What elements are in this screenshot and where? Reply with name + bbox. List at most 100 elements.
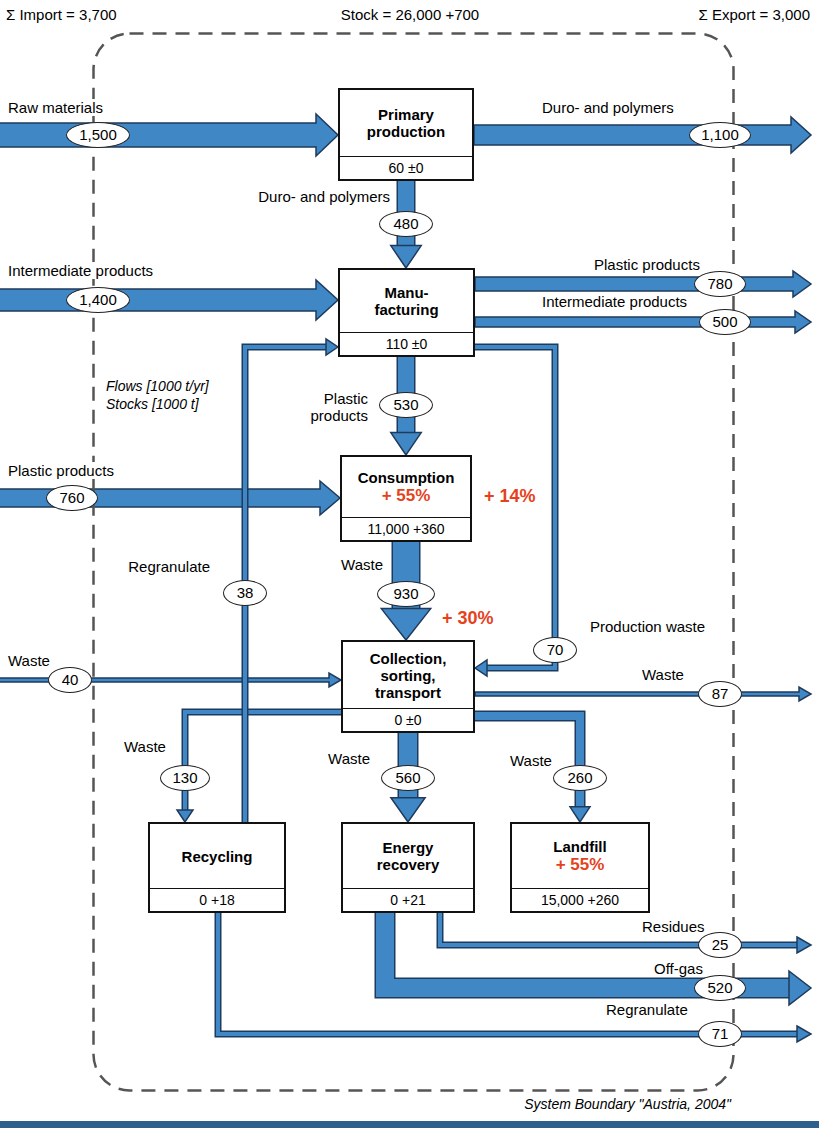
box-head: Energy recovery <box>343 824 473 888</box>
process-box: Primary production 60 ±0 <box>338 88 474 181</box>
stock-value: 0 ±0 <box>343 708 473 731</box>
arrow-head <box>570 807 590 822</box>
flow-value: 40 <box>48 667 92 693</box>
arrow-head <box>797 1026 811 1042</box>
export-heads <box>789 937 811 1042</box>
process-box: Collection, sorting, transport 0 ±0 <box>341 640 475 733</box>
flow-label: Intermediate products <box>540 293 689 310</box>
boundary-line <box>94 34 734 1091</box>
arrow-head <box>391 246 421 268</box>
flow-value: 71 <box>698 1021 742 1047</box>
stock-value: 0 +21 <box>343 888 473 911</box>
process-name: Primary production <box>358 106 454 140</box>
arrow-head <box>177 810 193 822</box>
flow-label: Duro- and polymers <box>256 188 392 205</box>
flow-value: 780 <box>694 271 746 297</box>
connector-outline <box>475 716 580 807</box>
boundary-caption: System Boundary "Austria, 2004" <box>524 1096 731 1112</box>
arrow-head <box>789 971 811 1005</box>
unit-note: Flows [1000 t/yr] <box>104 378 211 394</box>
stock-value: 15,000 +260 <box>512 888 648 911</box>
flow-value: 87 <box>698 681 742 707</box>
process-name: Landfill <box>553 838 606 855</box>
flow-value: 25 <box>698 932 742 958</box>
arrow-head <box>475 660 487 676</box>
box-head: Landfill+ 55% <box>512 824 648 888</box>
box-head: Consumption+ 55% <box>342 457 470 517</box>
process-name: Recycling <box>182 848 253 865</box>
process-box: Recycling 0 +18 <box>148 822 286 913</box>
arrow-head <box>381 609 430 640</box>
change-percent: + 55% <box>556 855 605 875</box>
flow-value: 70 <box>533 637 577 663</box>
flow-label: Off-gas <box>652 960 705 977</box>
export-line <box>440 912 797 945</box>
change-percent: + 30% <box>440 608 496 628</box>
import-arrow <box>0 280 338 320</box>
flow-value: 38 <box>223 580 267 606</box>
flow-value: 500 <box>699 309 751 335</box>
stock-value: 0 +18 <box>150 888 284 911</box>
bottom-bar <box>0 1121 819 1128</box>
process-name: Manu- facturing <box>365 284 449 318</box>
flow-value: 560 <box>381 765 435 791</box>
export-arrow <box>475 687 811 701</box>
export-line-outline <box>218 912 797 1034</box>
flow-value: 130 <box>160 765 210 791</box>
process-name: Energy recovery <box>363 839 453 873</box>
flow-label: Waste <box>326 750 372 767</box>
flow-value: 1,100 <box>689 122 751 148</box>
flow-label: Waste <box>339 556 385 573</box>
flow-value: 760 <box>46 485 98 511</box>
flow-label: Plastic products <box>300 390 370 424</box>
change-percent: + 14% <box>482 486 538 506</box>
flow-label: Production waste <box>588 618 707 635</box>
arrow-head <box>391 433 421 455</box>
flow-value: 930 <box>377 581 435 607</box>
change-percent: + 55% <box>382 486 431 506</box>
import-arrow <box>0 114 338 156</box>
process-box: Energy recovery 0 +21 <box>341 822 475 913</box>
flow-value: 1,500 <box>66 122 130 148</box>
export-arrow <box>475 311 811 333</box>
balance-total: Σ Import = 3,700 <box>4 6 119 23</box>
bent-flows <box>218 912 797 1034</box>
process-box: Landfill+ 55%15,000 +260 <box>510 822 650 913</box>
flow-label: Waste <box>640 666 686 683</box>
straight-flows <box>0 114 811 701</box>
flow-label: Waste <box>508 752 554 769</box>
flow-label: Regranulate <box>126 558 212 575</box>
export-arrow <box>474 117 811 153</box>
process-box: Consumption+ 55%11,000 +360 <box>340 455 472 542</box>
flow-label: Regranulate <box>604 1001 690 1018</box>
flow-label: Duro- and polymers <box>540 99 676 116</box>
balance-total: Stock = 26,000 +700 <box>339 6 481 23</box>
import-arrow <box>0 481 340 515</box>
unit-note: Stocks [1000 t] <box>104 396 201 412</box>
arrow-head <box>326 339 338 355</box>
flow-value: 260 <box>553 765 607 791</box>
box-head: Recycling <box>150 824 284 888</box>
flow-connector <box>177 712 341 822</box>
export-line <box>218 912 797 1034</box>
flow-label: Waste <box>122 738 168 755</box>
balance-total: Σ Export = 3,000 <box>697 6 812 23</box>
connector-line <box>185 712 341 810</box>
arrow-head <box>797 937 811 953</box>
flow-label: Plastic products <box>6 462 116 479</box>
flow-label: Residues <box>640 918 707 935</box>
flow-value: 1,400 <box>66 287 130 313</box>
flow-value: 520 <box>694 975 746 1001</box>
flow-label: Intermediate products <box>6 262 155 279</box>
flow-label: Plastic products <box>592 256 702 273</box>
stock-value: 60 ±0 <box>340 156 472 179</box>
stock-value: 11,000 +360 <box>342 517 470 540</box>
flow-value: 480 <box>379 211 433 237</box>
process-box: Manu- facturing110 ±0 <box>338 268 475 357</box>
process-name: Collection, sorting, transport <box>358 650 458 701</box>
connector-line <box>475 716 580 807</box>
export-line-outline <box>440 912 797 945</box>
flow-label: Raw materials <box>6 99 105 116</box>
flow-label: Waste <box>6 652 52 669</box>
box-head: Primary production <box>340 90 472 156</box>
